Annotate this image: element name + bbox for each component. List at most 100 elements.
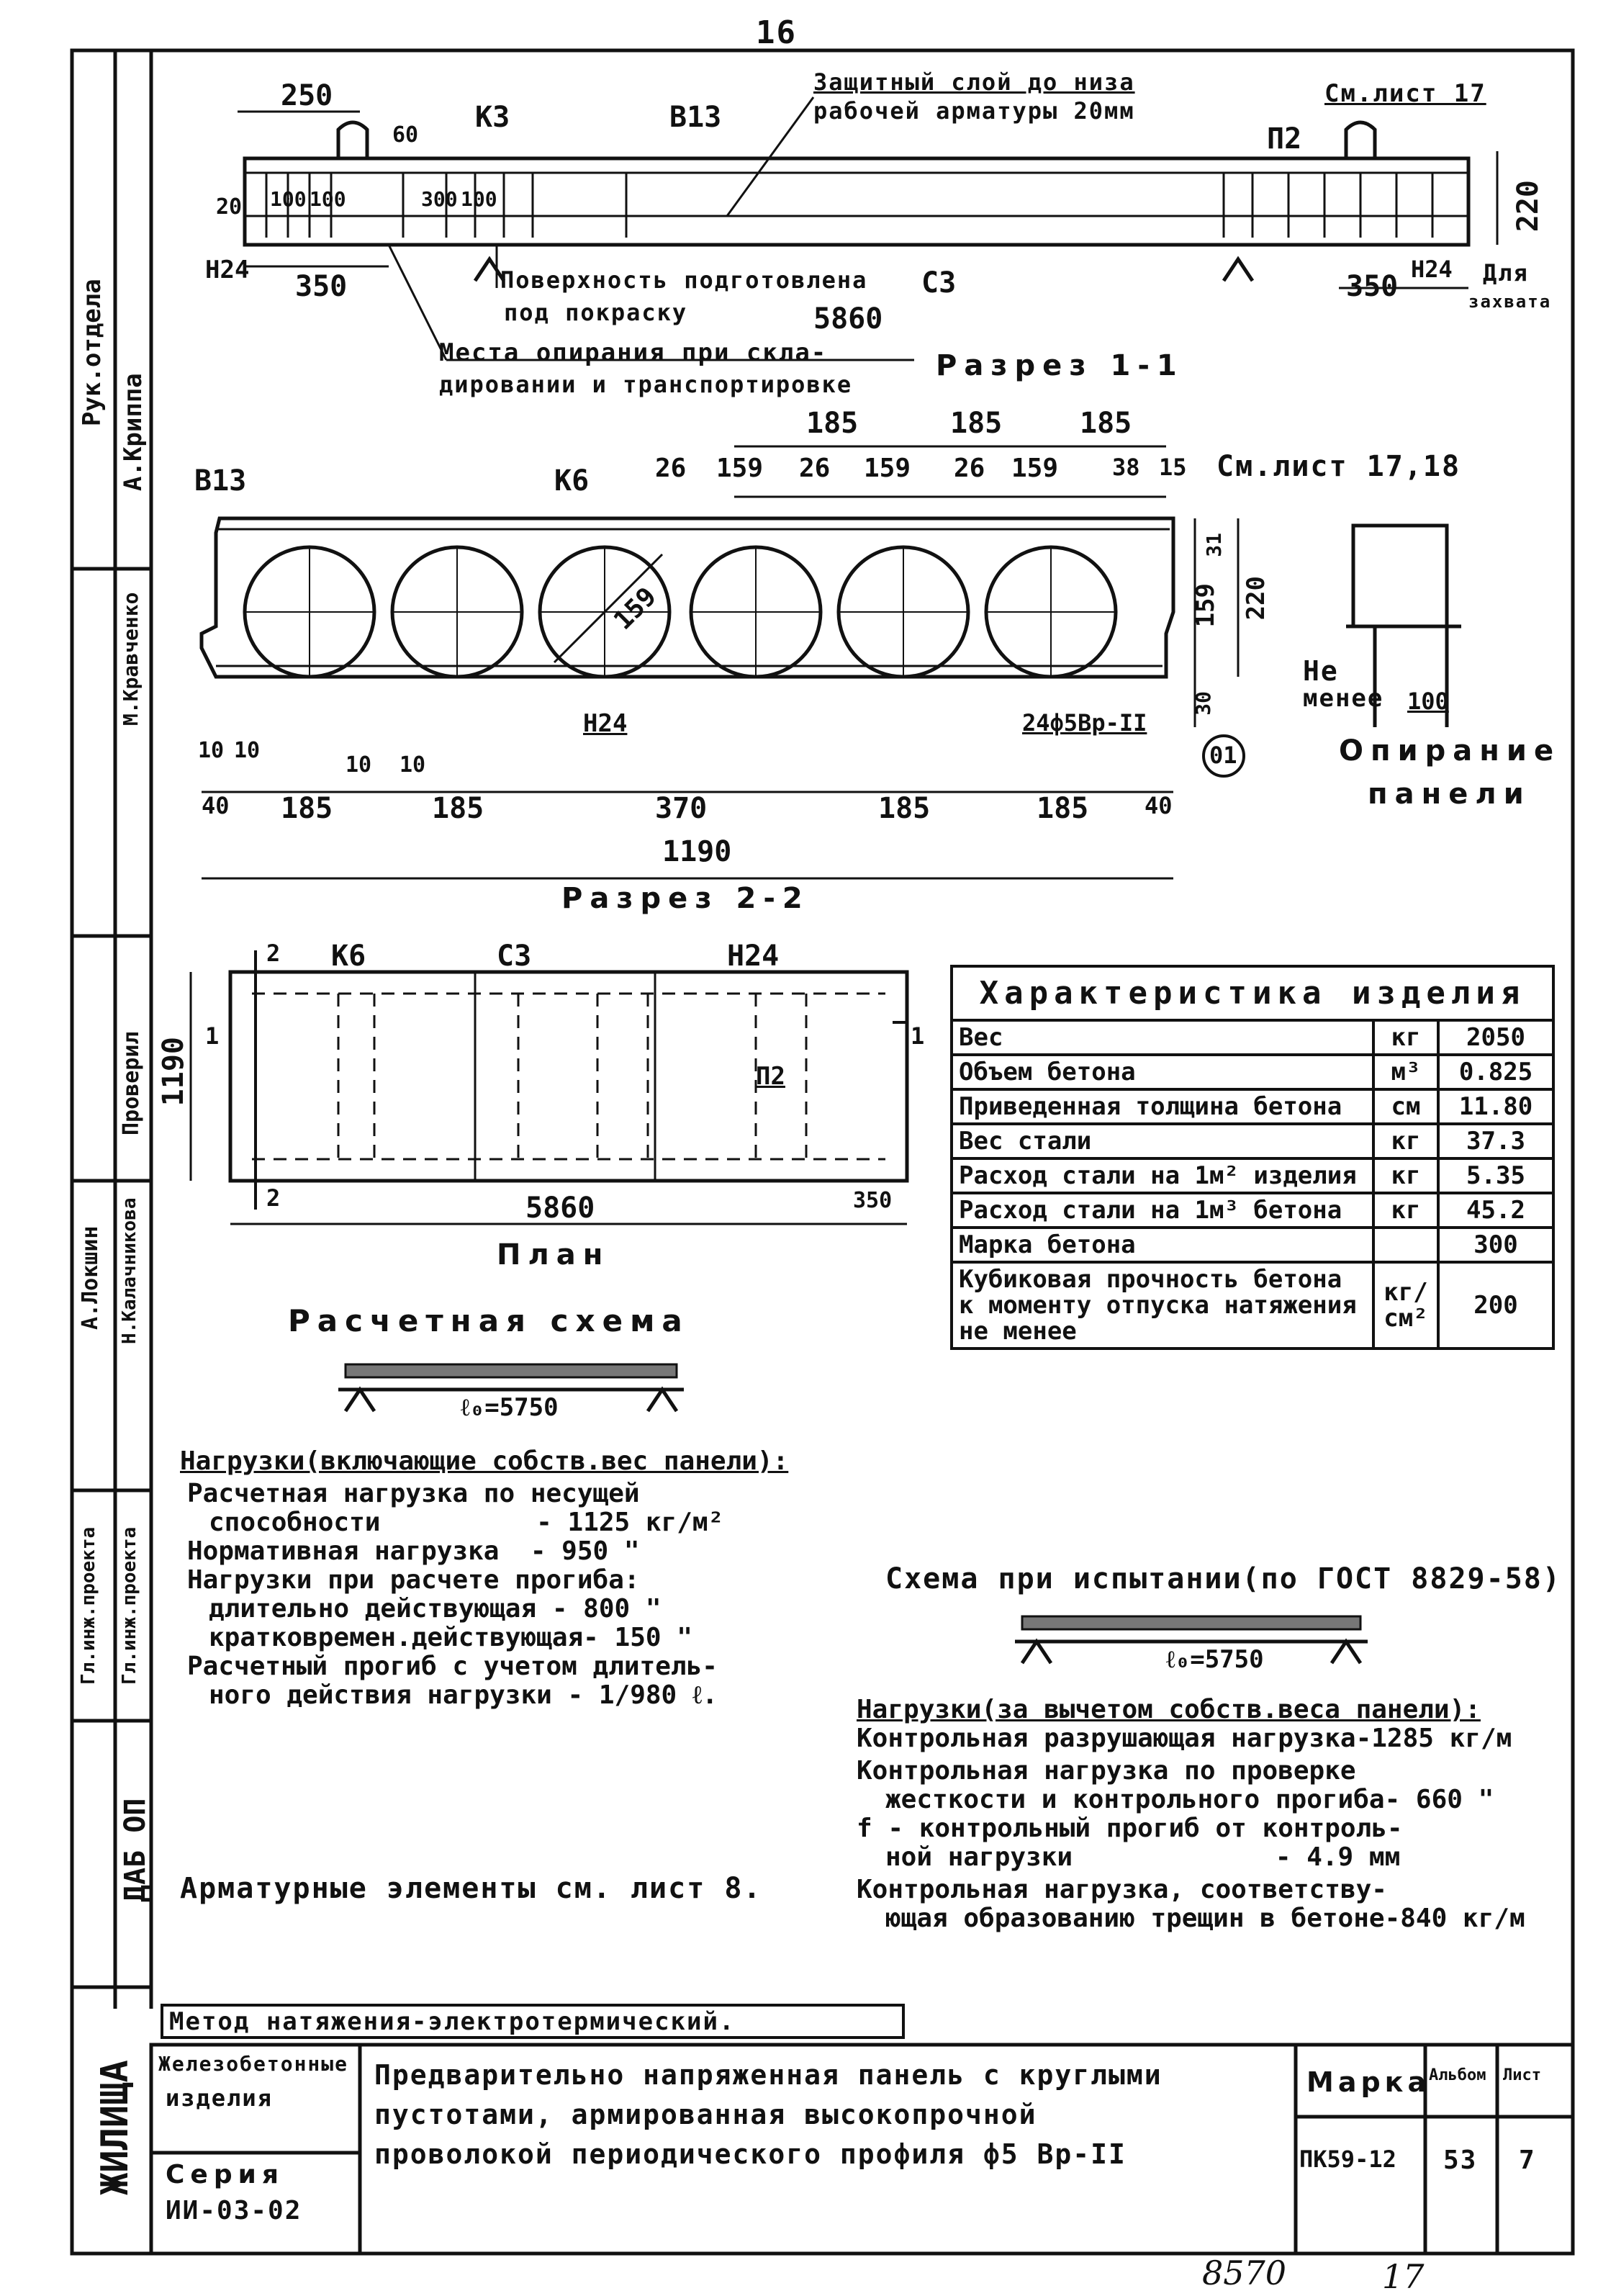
row-unit: кг — [1372, 1019, 1440, 1056]
test-line: ющая образованию трещин в бетоне-840 кг/… — [885, 1904, 1525, 1933]
row-value: 45.2 — [1437, 1192, 1555, 1229]
support-detail-title: панели — [1368, 778, 1531, 811]
footer-number: 17 — [1382, 2257, 1425, 2296]
surface-note: Поверхность подготовлена — [500, 266, 868, 294]
row-label: Приведенная толщина бетона — [950, 1088, 1375, 1125]
stamp-org-title: ЖИЛИЩА — [94, 2060, 137, 2195]
dim-label: 1190 — [662, 835, 732, 868]
dim-label: 30 — [1191, 691, 1215, 716]
calc-line: Расчетный прогиб с учетом длитель- — [187, 1652, 718, 1681]
dim-label: 159 — [864, 454, 911, 483]
support-note: дировании и транспортировке — [439, 371, 853, 398]
test-line: Контрольная разрушающая нагрузка-1285 кг… — [857, 1724, 1512, 1753]
mark-label: Н24 — [1411, 256, 1453, 283]
rebar-label: 24ф5Вр-II — [1022, 709, 1147, 737]
row-unit — [1372, 1226, 1440, 1264]
cut-mark: 2 — [266, 940, 281, 967]
dim-label: 10 — [198, 738, 225, 763]
support-detail-note: Не — [1303, 655, 1339, 687]
dim-label: 159 — [1191, 583, 1220, 628]
dim-label: 26 — [655, 454, 687, 483]
stamp-author2: А.Локшин — [78, 1225, 103, 1331]
row-label: Марка бетона — [950, 1226, 1375, 1264]
mark-label: П2 — [756, 1062, 785, 1091]
tb-mark-value: ПК59-12 — [1299, 2146, 1396, 2173]
dim-label: 38 — [1112, 454, 1140, 481]
dim-label: 40 — [1145, 792, 1173, 819]
mark-label: K6 — [331, 940, 366, 973]
section-title: Разрез 1-1 — [936, 349, 1184, 382]
see-sheets: См.лист 17,18 — [1216, 450, 1461, 483]
dim-label: 10 — [346, 752, 372, 778]
row-value: 0.825 — [1437, 1053, 1555, 1091]
dim-label: 370 — [655, 792, 708, 825]
dim-label: 159 — [716, 454, 764, 483]
tb-album-value: 53 — [1443, 2146, 1478, 2175]
row-unit: м³ — [1372, 1053, 1440, 1091]
row-label: Вес — [950, 1019, 1375, 1056]
tb-album-label: Альбом — [1429, 2066, 1486, 2084]
dim-label: 159 — [1011, 454, 1059, 483]
dim-label: 20 — [216, 194, 243, 220]
test-line: Контрольная нагрузка, соответству- — [857, 1875, 1387, 1904]
row-label: Вес стали — [950, 1122, 1375, 1160]
row-label: Кубиковая прочность бетона к моменту отп… — [950, 1261, 1375, 1350]
calc-scheme-title: Расчетная схема — [288, 1303, 690, 1338]
stamp-author: Н.Калачникова — [119, 1197, 140, 1344]
for-grip: захвата — [1468, 292, 1552, 312]
dim-label: 100 — [1407, 688, 1449, 715]
dim-label: 350 — [853, 1188, 893, 1213]
for-grip: Для — [1483, 259, 1529, 287]
table-title: Характеристика изделия — [950, 965, 1555, 1022]
page-number: 16 — [756, 14, 797, 51]
calc-span: ℓ₀=5750 — [461, 1393, 559, 1422]
dim-label: 220 — [1512, 180, 1545, 233]
row-unit: кг — [1372, 1192, 1440, 1229]
dim-label: 5860 — [525, 1192, 595, 1225]
dim-label: 185 — [281, 792, 333, 825]
dim-label: 26 — [954, 454, 985, 483]
dim-label: 350 — [1346, 270, 1399, 303]
title-block — [149, 2043, 1575, 2256]
table-row: Кубиковая прочность бетона к моменту отп… — [950, 1261, 1555, 1350]
tb-series-value: ИИ-03-02 — [166, 2196, 302, 2225]
see-sheet: См.лист 17 — [1324, 79, 1486, 108]
section-title: Разрез 2-2 — [561, 882, 810, 915]
support-detail-title: Опирание — [1339, 734, 1561, 767]
row-unit: см — [1372, 1088, 1440, 1125]
plan-outline — [228, 970, 909, 1183]
support-detail-note: менее — [1303, 684, 1384, 713]
dim-label: 185 — [1080, 407, 1132, 440]
mark-label: Н24 — [583, 709, 628, 738]
mark-label: K6 — [554, 464, 590, 498]
protect-note: Защитный слой до низа — [813, 68, 1135, 96]
tb-description: проволокой периодического профиля ф5 Вр-… — [374, 2138, 1127, 2170]
dim-label: 10 — [234, 738, 261, 763]
row-unit: кг — [1372, 1157, 1440, 1194]
test-scheme-title: Схема при испытании(по ГОСТ 8829-58) — [885, 1562, 1561, 1595]
dim-label: 31 — [1202, 533, 1226, 557]
cross-section-outline — [199, 516, 1175, 679]
support-note: Места опирания при скла- — [439, 338, 828, 367]
plan-title: План — [497, 1238, 610, 1271]
dim-label: 5860 — [813, 302, 883, 336]
test-line: f - контрольный прогиб от контроль- — [857, 1814, 1403, 1843]
calc-load-bar — [344, 1363, 678, 1379]
calc-line: Нагрузки при расчете прогиба: — [187, 1565, 640, 1595]
row-label: Расход стали на 1м² изделия — [950, 1157, 1375, 1194]
mark-label: Н24 — [727, 940, 780, 973]
mark-label: С3 — [497, 940, 532, 973]
mark-label: B13 — [669, 101, 722, 134]
row-label: Расход стали на 1м³ бетона — [950, 1192, 1375, 1229]
test-load-bar — [1021, 1615, 1362, 1631]
tb-category: изделия — [166, 2084, 273, 2112]
tb-description: пустотами, армированная высокопрочной — [374, 2099, 1037, 2130]
test-loads-heading: Нагрузки(за вычетом собств.веса панели): — [857, 1695, 1481, 1724]
dim-label: 60 — [392, 122, 419, 148]
dim-label: 185 — [432, 792, 484, 825]
